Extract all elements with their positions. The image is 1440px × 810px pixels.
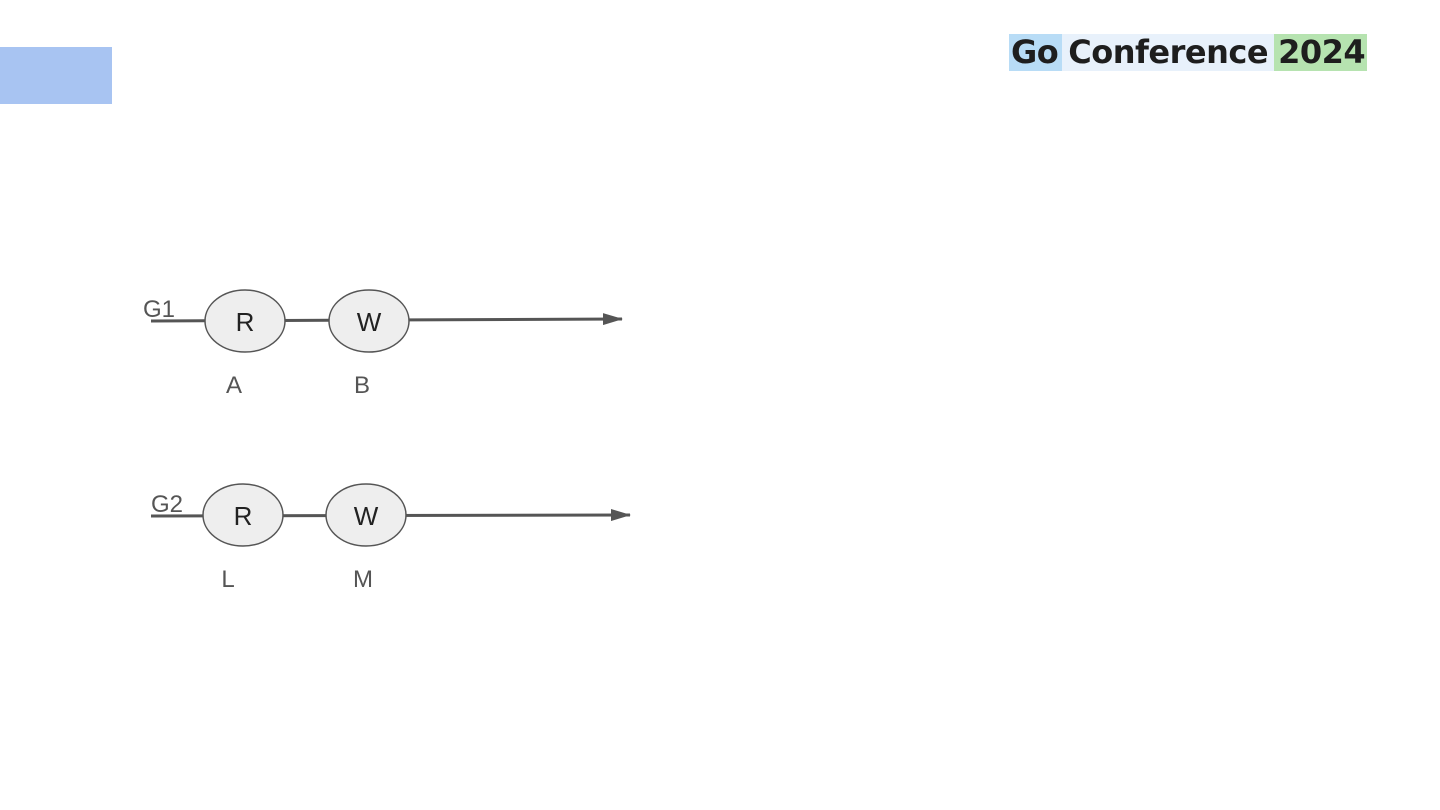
conference-logo: Go Conference 2024 <box>1009 34 1368 71</box>
write-op-node <box>328 289 410 353</box>
write-op-text: W <box>357 307 382 337</box>
accent-block <box>0 47 112 104</box>
read-op-text: R <box>236 307 255 337</box>
op-label-l: L <box>221 566 234 593</box>
op-label-m: M <box>353 566 373 593</box>
timeline-row-g2: G2 R W L M <box>150 483 631 593</box>
goroutine-label: G1 <box>143 296 175 323</box>
read-op-node <box>202 483 284 547</box>
logo-word-year: 2024 <box>1274 34 1368 71</box>
read-op-node <box>204 289 286 353</box>
op-label-b: B <box>354 372 370 399</box>
goroutine-label: G2 <box>151 491 183 518</box>
timeline-row-g1: G1 R W A B <box>143 289 623 399</box>
op-label-a: A <box>226 372 242 399</box>
write-op-text: W <box>354 501 379 531</box>
logo-word-conference: Conference <box>1062 34 1275 71</box>
read-op-text: R <box>234 501 253 531</box>
logo-word-go: Go <box>1009 34 1063 71</box>
write-op-node <box>325 483 407 547</box>
